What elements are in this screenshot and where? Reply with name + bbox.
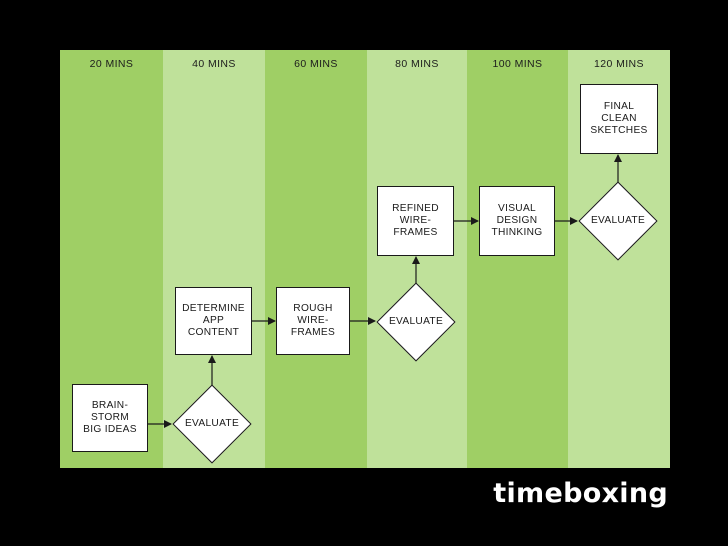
final-clean-sketches-box[interactable]: FINAL CLEAN SKETCHES bbox=[580, 84, 658, 154]
brainstorm-box[interactable]: BRAIN- STORM BIG IDEAS bbox=[72, 384, 148, 452]
column-header: 80 MINS bbox=[395, 58, 439, 70]
column-100-mins: 100 MINS bbox=[467, 50, 568, 468]
visual-design-thinking-box[interactable]: VISUAL DESIGN THINKING bbox=[479, 186, 555, 256]
brand-title: timeboxing bbox=[493, 478, 668, 509]
column-header: 60 MINS bbox=[294, 58, 338, 70]
column-header: 100 MINS bbox=[492, 58, 543, 70]
column-header: 40 MINS bbox=[192, 58, 236, 70]
column-80-mins: 80 MINS bbox=[367, 50, 467, 468]
evaluate-diamond-2[interactable]: EVALUATE bbox=[376, 282, 456, 362]
evaluate-diamond-3[interactable]: EVALUATE bbox=[578, 181, 658, 261]
rough-wireframes-box[interactable]: ROUGH WIRE- FRAMES bbox=[276, 287, 350, 355]
evaluate-label: EVALUATE bbox=[590, 215, 646, 226]
column-60-mins: 60 MINS bbox=[265, 50, 367, 468]
evaluate-diamond-1[interactable]: EVALUATE bbox=[172, 384, 252, 464]
refined-wireframes-box[interactable]: REFINED WIRE- FRAMES bbox=[377, 186, 454, 256]
evaluate-label: EVALUATE bbox=[184, 418, 240, 429]
column-header: 120 MINS bbox=[594, 58, 644, 70]
evaluate-label: EVALUATE bbox=[388, 316, 444, 327]
determine-app-content-box[interactable]: DETERMINE APP CONTENT bbox=[175, 287, 252, 355]
column-header: 20 MINS bbox=[89, 58, 134, 70]
